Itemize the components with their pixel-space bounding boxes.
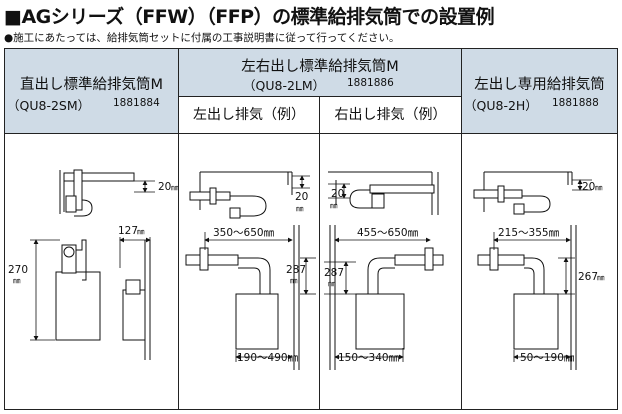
dim-c4-bottom: 50～190㎜ xyxy=(520,352,575,364)
installation-note: ●施工にあたっては、給排気筒セットに付属の工事説明書に従って行ってください。 xyxy=(4,32,400,44)
header-part-number: 1881886 xyxy=(347,77,394,89)
row-divider xyxy=(179,96,461,97)
dim-c4-top-unit: ㎜ xyxy=(595,183,603,192)
dim-c2-range: 350～650㎜ xyxy=(213,227,275,239)
dim-c1-depth: 127 xyxy=(118,225,138,237)
header-part-number: 1881884 xyxy=(113,97,160,109)
header-name: 左出し専用給排気筒 xyxy=(474,77,605,93)
header-col-straight: 直出し標準給排気筒M （QU8-2SM） 1881884 xyxy=(5,49,178,133)
dim-c2-top-unit: ㎜ xyxy=(296,204,304,213)
header-code: （QU8-2LM） xyxy=(243,78,326,93)
page-title: ■AGシリーズ（FFW）（FFP）の標準給排気筒での設置例 xyxy=(4,6,495,28)
col-divider xyxy=(178,49,179,409)
diagram-right-exhaust xyxy=(328,171,444,370)
dim-c1-top: 20 xyxy=(158,181,171,193)
dim-c3-bottom: 150～340㎜ xyxy=(338,352,400,364)
dim-c2-height: 287 xyxy=(286,264,306,276)
header-code: （QU8-2H） xyxy=(464,98,538,113)
dim-c4-range: 215～355㎜ xyxy=(498,227,560,239)
dim-c2-bottom: 190～490㎜ xyxy=(237,352,299,364)
dim-c1-height-unit: ㎜ xyxy=(13,276,21,285)
dim-c3-top-unit: ㎜ xyxy=(330,201,338,210)
dim-c3-top: 20 xyxy=(331,188,344,200)
header-name: 直出し標準給排気筒M xyxy=(19,77,163,93)
dim-c2-top: 20 xyxy=(295,191,308,203)
dim-c3-height: 287 xyxy=(324,267,344,279)
dim-c3-range: 455～650㎜ xyxy=(357,227,419,239)
dim-c3-height-unit: ㎜ xyxy=(328,279,336,288)
dim-c4-height: 267 xyxy=(578,271,598,283)
col-divider xyxy=(319,97,320,409)
diagram-left-only xyxy=(473,171,577,370)
dim-c1-depth-unit: ㎜ xyxy=(137,227,145,236)
header-part-number: 1881888 xyxy=(552,97,599,109)
subheader-left-exhaust: 左出し排気（例） xyxy=(193,107,305,123)
header-col-left-only: 左出し専用給排気筒 （QU8-2H） 1881888 xyxy=(462,49,617,133)
col-divider xyxy=(461,49,462,409)
subheader-right-exhaust: 右出し排気（例） xyxy=(334,107,447,123)
diagram-left-exhaust xyxy=(185,171,300,370)
row-divider xyxy=(5,133,617,134)
installation-table: 直出し標準給排気筒M （QU8-2SM） 1881884 左右出し標準給排気筒M… xyxy=(4,48,618,410)
dim-c4-height-unit: ㎜ xyxy=(597,273,605,282)
diagram-straight xyxy=(55,169,151,360)
header-col-leftright: 左右出し標準給排気筒M （QU8-2LM） 1881886 xyxy=(179,49,461,97)
header-code: （QU8-2SM） xyxy=(7,98,91,113)
header-name: 左右出し標準給排気筒M xyxy=(241,59,399,75)
dim-c2-height-unit: ㎜ xyxy=(290,276,298,285)
dim-c4-top: 20 xyxy=(582,181,595,193)
dim-c1-top-unit: ㎜ xyxy=(171,183,179,192)
dim-c1-height: 270 xyxy=(8,264,28,276)
